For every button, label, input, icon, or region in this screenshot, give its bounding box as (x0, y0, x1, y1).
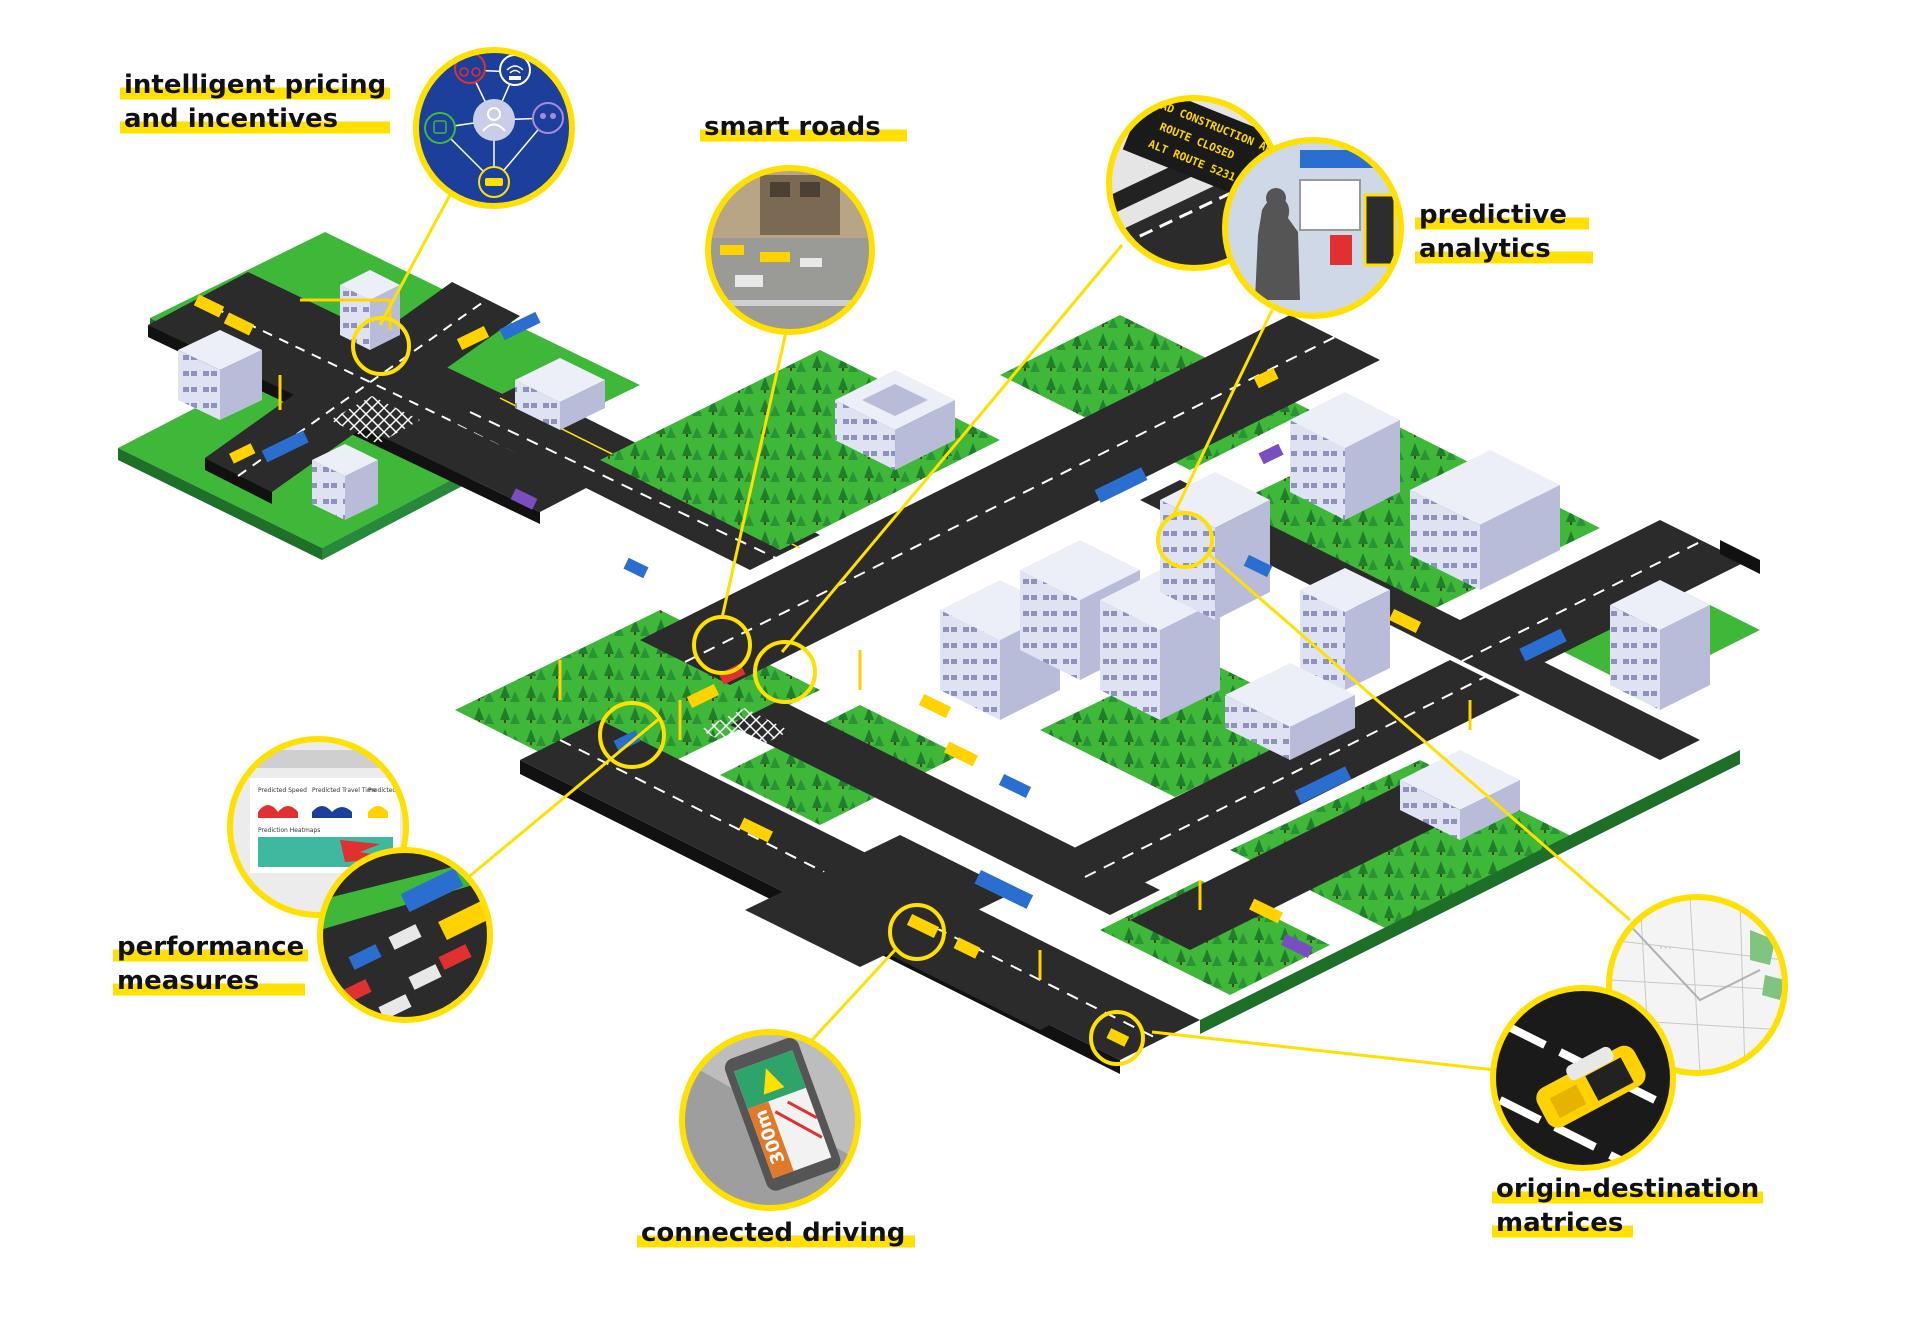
building (178, 330, 262, 420)
map-district-label: · · · (1660, 944, 1671, 952)
buildings (178, 270, 1710, 840)
label-performance-line-1: performance (113, 930, 309, 964)
person-icon (473, 99, 515, 141)
group-icon (532, 102, 564, 134)
pricing-inset (413, 47, 575, 209)
od-taxi-inset (1490, 985, 1676, 1171)
tram-icon (424, 112, 456, 144)
label-origin-destination-line-2: matrices (1492, 1206, 1634, 1240)
label-performance-line-2: measures (113, 964, 306, 998)
dashboard-col-2: Predicted Travel Time (312, 787, 377, 794)
building (1610, 580, 1710, 710)
performance-traffic-inset (317, 847, 493, 1023)
connected-driving-inset: 300m (679, 1029, 861, 1211)
building (515, 358, 605, 430)
label-origin-destination-line-1: origin-destination (1492, 1172, 1764, 1206)
label-intelligent-pricing-line-2: and incentives (120, 102, 391, 136)
building (835, 370, 955, 470)
label-connected-driving: connected driving (637, 1216, 916, 1250)
predictive-inset (1222, 137, 1404, 319)
building (1290, 392, 1400, 520)
dashboard-col-1: Predicted Speed (258, 787, 307, 794)
dashboard-row-2: Prediction Heatmaps (258, 827, 320, 834)
central-platform (455, 315, 1760, 1074)
taxi-icon (478, 166, 510, 198)
taxi-car (1536, 1045, 1646, 1128)
smartphone: 300m (724, 1038, 841, 1191)
map-highlight-rings (351, 316, 1214, 1066)
label-smart-roads: smart roads (700, 110, 907, 144)
callout-lines (378, 194, 1631, 1072)
bike-icon (454, 52, 486, 84)
label-predictive-line-1: predictive (1415, 198, 1589, 232)
dashboard-col-3: Predicted (368, 787, 396, 794)
building (1300, 568, 1390, 690)
traffic-poles (278, 298, 1472, 980)
vehicles (193, 294, 1567, 1047)
label-intelligent-pricing-line-1: intelligent pricing (120, 68, 391, 102)
building (1400, 750, 1520, 840)
building (1225, 663, 1355, 760)
building (1410, 450, 1560, 590)
building (312, 444, 378, 520)
label-predictive-line-2: analytics (1415, 232, 1593, 266)
building (1160, 472, 1270, 620)
smart-roads-inset (705, 165, 875, 335)
